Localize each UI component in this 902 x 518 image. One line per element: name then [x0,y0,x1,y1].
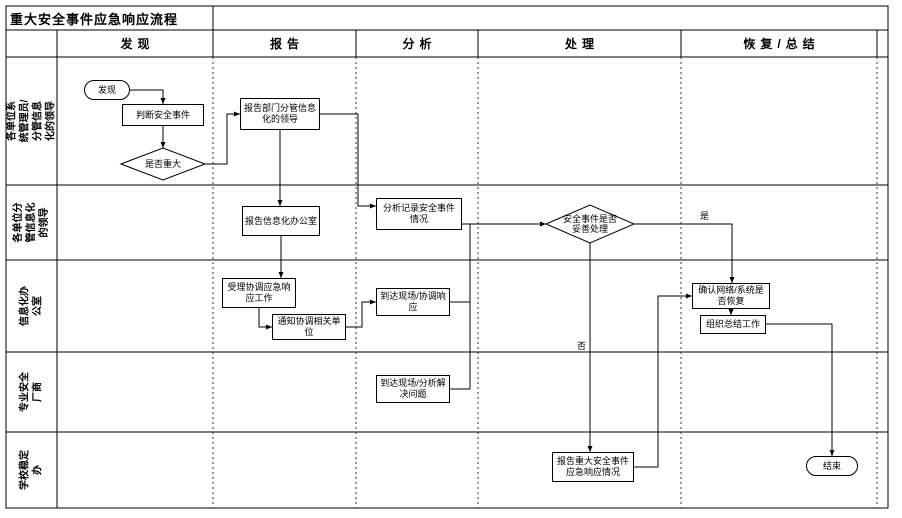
lane-label-school-stability-office: 学校稳定办 [19,450,44,490]
decision-properly-handled-label: 安全事件是否妥善处理 [562,213,617,234]
phase-header-recover: 恢复/总结 [743,37,820,51]
phase-header-handle: 处理 [564,37,599,51]
lane-label-unit-leaders: 各单位分管信息化的领导 [13,202,50,243]
phase-separator-lines [212,57,878,508]
lane-label-it-office: 信息化办公室 [19,286,44,326]
node-organize-summary: 组织总结工作 [700,315,766,334]
edge-label-yes: 是 [700,211,710,221]
decision-is-major-label: 是否重大 [144,158,181,169]
swimlane-frame [5,5,889,509]
node-report-it-office: 报告信息化办公室 [242,206,320,236]
node-report-major-incident: 报告重大安全事件应急响应情况 [552,452,634,482]
node-report-dept-leader: 报告部门分管信息化的领导 [240,98,320,130]
diagram-title: 重大安全事件应急响应流程 [10,11,179,27]
node-judge-incident: 判断安全事件 [122,104,204,126]
node-confirm-recovery: 确认网络/系统是否恢复 [692,283,770,309]
flow-connectors [130,89,835,468]
node-start-discovery: 发现 [84,80,130,100]
node-end: 结束 [806,456,858,476]
lane-label-security-vendor: 专业安全厂商 [19,372,44,412]
edge-label-no: 否 [577,341,587,351]
node-accept-coordinate: 受理协调应急响应工作 [222,278,296,308]
phase-header-discover: 发现 [120,37,155,51]
node-analyze-record: 分析记录安全事件情况 [376,198,462,230]
node-notify-units: 通知协调相关单位 [272,314,346,340]
node-onsite-coordinate: 到达现场/协调响应 [376,288,450,316]
phase-header-report: 报告 [269,37,304,51]
lane-label-unit-admins: 各单位系统管理员/分管信息化的领导 [6,99,57,143]
node-onsite-analyze: 到达现场/分析解决问题 [376,375,450,403]
phase-header-analyze: 分析 [402,37,437,51]
